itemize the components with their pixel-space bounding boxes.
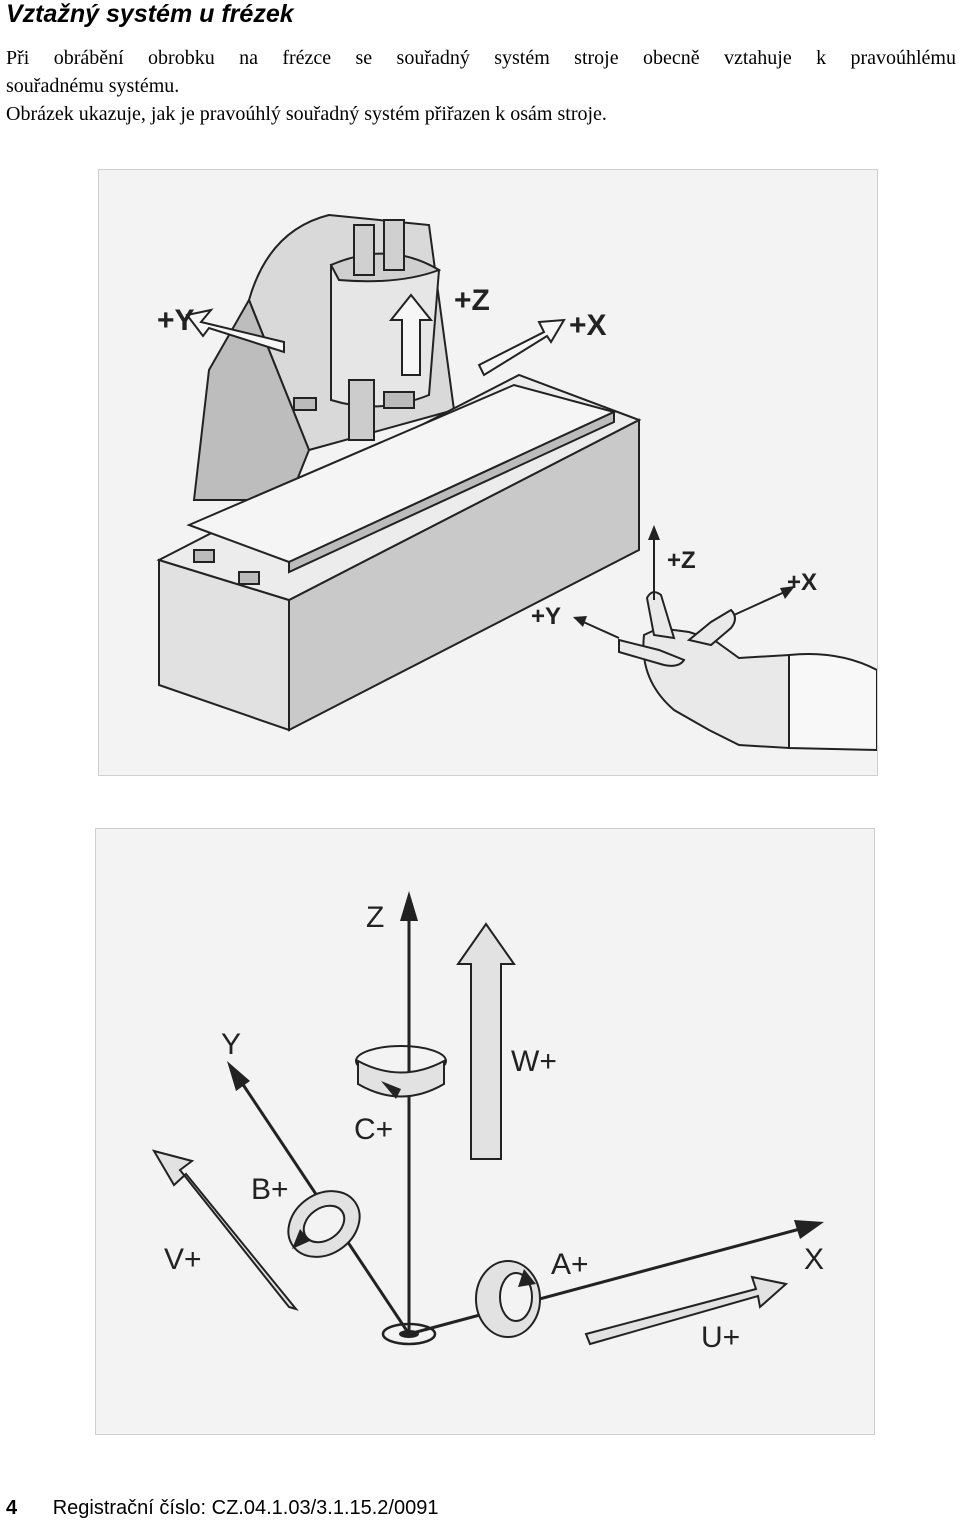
v-plus-label: V+	[164, 1243, 202, 1276]
y-axis-arrowhead	[227, 1061, 250, 1091]
page-footer: 4 Registrační číslo: CZ.04.1.03/3.1.15.2…	[6, 1497, 956, 1520]
x-axis-line	[408, 1224, 812, 1336]
machine-plus-x-label: +X	[569, 309, 607, 342]
w-plus-motion-arrow	[456, 922, 516, 1160]
y-axis-label: Y	[221, 1028, 241, 1061]
w-plus-label: W+	[511, 1045, 557, 1078]
machine-plus-y-label: +Y	[157, 304, 195, 337]
coordinate-axes-diagram: Z Y X W+ V+ U+ C+ B+ A+	[151, 891, 824, 1354]
work-table-edge	[288, 410, 615, 574]
intro-text: Při obrábění obrobku na frézce se souřad…	[6, 44, 956, 128]
hand-x-arrowhead	[780, 586, 795, 599]
hand-plus-y-label: +Y	[531, 603, 561, 630]
x-axis-arrowhead	[794, 1220, 824, 1239]
plus-y-motion-arrow	[185, 308, 285, 354]
b-plus-label: B+	[251, 1173, 289, 1206]
c-plus-label: C+	[354, 1113, 393, 1146]
intro-paragraph-line2: souřadnému systému.	[6, 75, 180, 97]
u-plus-motion-arrow	[584, 1275, 789, 1346]
clamp-1	[193, 549, 215, 563]
z-axis-label: Z	[366, 901, 384, 934]
v-plus-motion-arrow	[151, 1149, 299, 1311]
right-hand-icon	[618, 591, 877, 752]
figure-description: Obrázek ukazuje, jak je pravoúhlý souřad…	[6, 103, 607, 125]
spindle-nose	[383, 391, 415, 409]
page-title: Vztažný systém u frézek	[6, 0, 294, 28]
b-plus-rotation-arrow	[287, 1190, 361, 1258]
hand-y-axis-line	[578, 619, 620, 639]
hand-x-axis-line	[733, 589, 790, 616]
u-plus-label: U+	[701, 1321, 740, 1354]
plus-z-motion-arrow	[388, 293, 434, 376]
head-slot-right	[383, 219, 405, 271]
z-axis-arrowhead	[400, 891, 418, 921]
page-number: 4	[6, 1497, 18, 1519]
clamp-2	[238, 571, 260, 585]
a-plus-rotation-arrow	[475, 1260, 541, 1338]
origin-marker	[381, 1322, 437, 1346]
x-axis-label: X	[804, 1243, 824, 1276]
machine-plus-z-label: +Z	[454, 284, 490, 317]
c-plus-rotation-arrow	[355, 1045, 447, 1099]
hand-z-arrowhead	[648, 525, 660, 540]
machine-column-side	[192, 297, 311, 501]
coordinate-axes-figure: Z Y X W+ V+ U+ C+ B+ A+	[95, 828, 875, 1435]
milling-machine-figure: +Y +Z +X +Z +X +Y	[98, 169, 878, 776]
plus-x-motion-arrow	[477, 318, 566, 377]
origin-marker-inner	[399, 1330, 419, 1338]
registration-number: Registrační číslo: CZ.04.1.03/3.1.15.2/0…	[52, 1497, 439, 1519]
hand-y-arrowhead	[573, 616, 587, 627]
hand-plus-z-label: +Z	[667, 547, 696, 574]
clamp-3	[293, 397, 317, 411]
intro-paragraph-line1: Při obrábění obrobku na frézce se souřad…	[6, 47, 956, 69]
head-slot-left	[353, 224, 375, 276]
milling-machine-illustration: +Y +Z +X +Z +X +Y	[156, 213, 877, 752]
quill	[348, 379, 375, 441]
hand-plus-x-label: +X	[787, 569, 817, 596]
a-plus-label: A+	[551, 1248, 589, 1281]
